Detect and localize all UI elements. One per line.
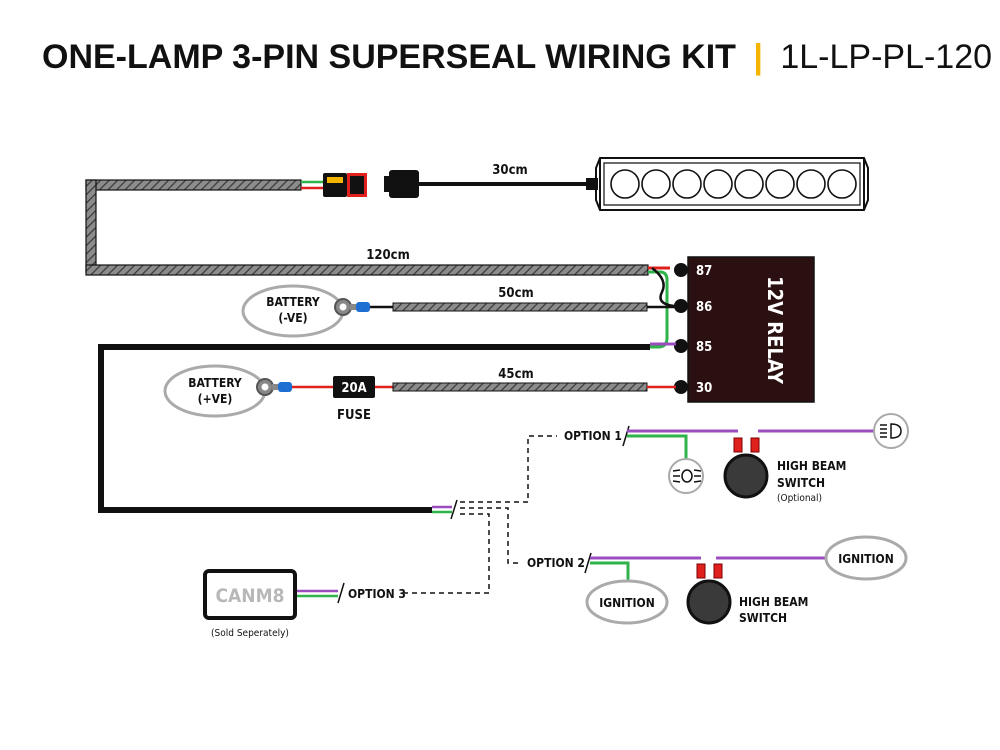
lamp-lens-row xyxy=(610,169,857,199)
relay-pin-87: 87 xyxy=(696,264,712,279)
ignition-left: IGNITION xyxy=(585,579,669,625)
page-title: ONE-LAMP 3-PIN SUPERSEAL WIRING KIT | 1L… xyxy=(42,38,992,76)
canm8-label: CANM8 xyxy=(216,585,285,607)
negative-lead xyxy=(392,302,648,312)
title-separator: | xyxy=(753,38,763,76)
option-1-switch xyxy=(723,437,769,499)
battery-negative: BATTERY (-VE) xyxy=(241,284,345,338)
fuse-holder: 20A xyxy=(333,376,375,398)
high-beam-indicator-icon xyxy=(873,413,909,449)
option-2-label: OPTION 2 xyxy=(527,556,585,570)
lamp-cable-length: 30cm xyxy=(492,163,527,178)
relay-pin-85: 85 xyxy=(696,340,712,355)
relay-pin-86: 86 xyxy=(696,300,712,315)
positive-ring-terminal xyxy=(256,378,292,396)
relay-pins xyxy=(674,263,688,394)
negative-lead-length: 50cm xyxy=(498,286,533,301)
positive-lead-length: 45cm xyxy=(498,367,533,382)
svg-text:(-VE): (-VE) xyxy=(278,311,307,325)
battery-positive: BATTERY (+VE) xyxy=(163,364,267,418)
green-jumper-wire xyxy=(648,270,669,349)
option-1-switch-note: (Optional) xyxy=(777,493,822,504)
option-1-switch-label: HIGH BEAM xyxy=(777,459,846,473)
svg-text:BATTERY: BATTERY xyxy=(188,376,242,390)
svg-text:BATTERY: BATTERY xyxy=(266,295,320,309)
option-3-label: OPTION 3 xyxy=(348,587,406,601)
svg-text:(+VE): (+VE) xyxy=(198,392,233,406)
relay: 87 86 85 30 12V RELAY xyxy=(674,256,815,403)
positive-lead xyxy=(392,382,648,392)
fuse-rating: 20A xyxy=(341,381,366,396)
product-code: 1L-LP-PL-120 xyxy=(780,38,992,76)
canm8-note: (Sold Seperately) xyxy=(211,628,289,639)
fuse-label: FUSE xyxy=(337,408,371,423)
low-beam-indicator-icon xyxy=(668,458,704,494)
ignition-right: IGNITION xyxy=(824,535,908,581)
trigger-wire xyxy=(98,344,650,513)
option-lines xyxy=(404,435,557,594)
main-loom-length: 120cm xyxy=(366,248,410,263)
svg-text:IGNITION: IGNITION xyxy=(599,596,655,610)
superseal-connector xyxy=(323,173,367,197)
svg-text:IGNITION: IGNITION xyxy=(838,552,894,566)
option-1-label: OPTION 1 xyxy=(564,429,622,443)
negative-ring-terminal xyxy=(334,298,370,316)
option-2-switch xyxy=(686,563,732,625)
led-light-bar xyxy=(586,157,869,211)
canm8-module: CANM8 xyxy=(203,569,297,620)
relay-label: 12V RELAY xyxy=(763,276,787,385)
svg-text:SWITCH: SWITCH xyxy=(777,476,825,490)
svg-text:SWITCH: SWITCH xyxy=(739,611,787,625)
lamp-side-connector xyxy=(384,170,419,198)
relay-pin-30: 30 xyxy=(696,381,712,396)
main-loom xyxy=(85,179,649,276)
option-2-switch-label: HIGH BEAM xyxy=(739,595,808,609)
